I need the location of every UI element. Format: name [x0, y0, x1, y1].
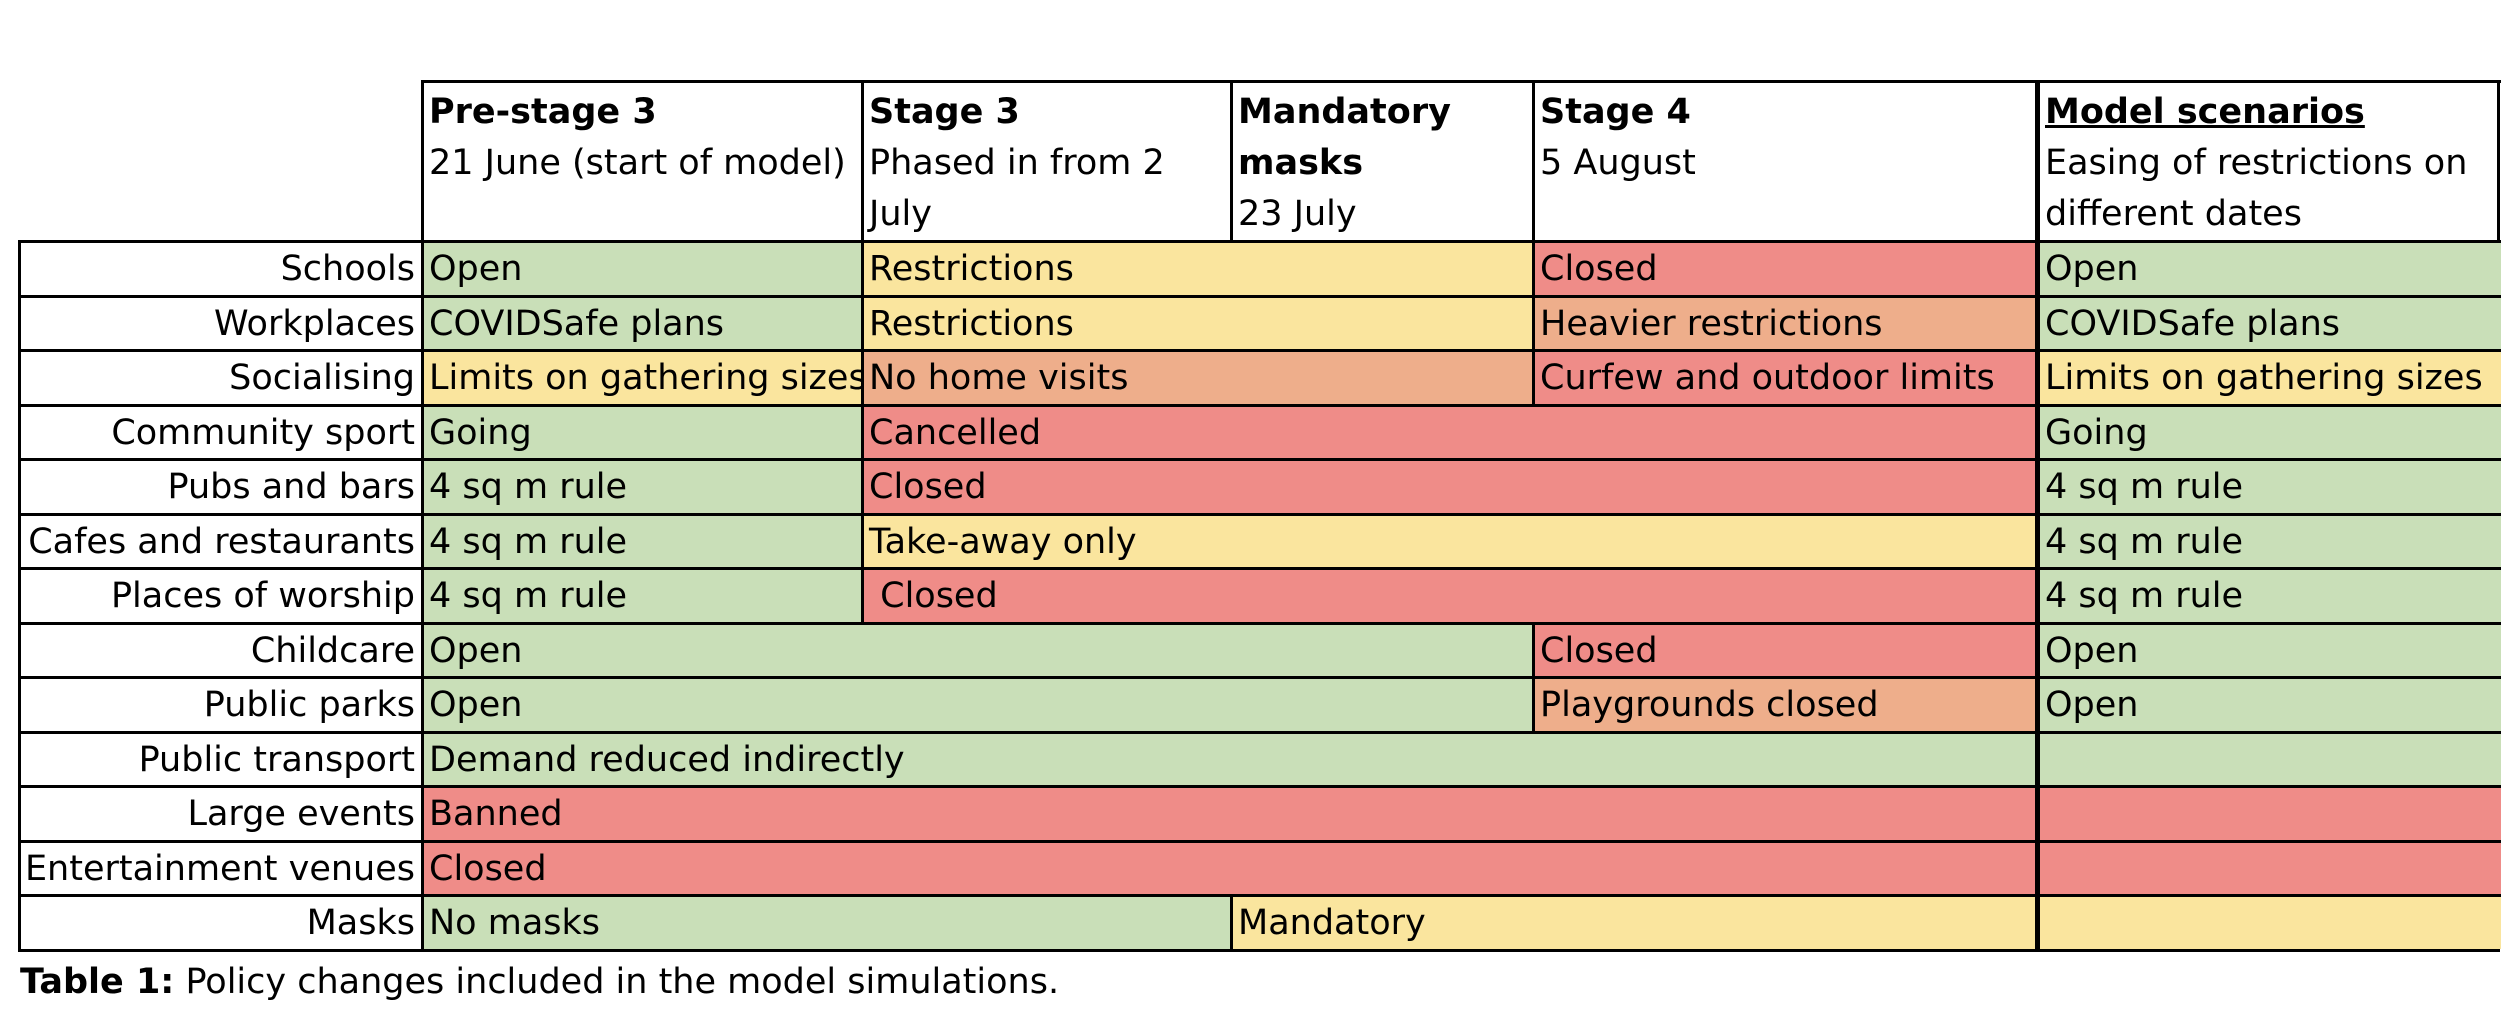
cell-schools-closed: Closed	[1532, 240, 2035, 295]
cell-entertainment-scenario	[2037, 839, 2501, 894]
row-label-childcare: Childcare	[18, 621, 421, 676]
cell-worship-rule: 4 sq m rule	[421, 567, 861, 622]
row-label-places-of-worship: Places of worship	[18, 567, 421, 622]
caption-text: Policy changes included in the model sim…	[174, 962, 1060, 1002]
cell-schools-restrictions: Restrictions	[861, 240, 1532, 295]
row-label-socialising: Socialising	[18, 349, 421, 404]
row-label-pubs-and-bars: Pubs and bars	[18, 458, 421, 513]
cell-childcare-closed: Closed	[1532, 621, 2035, 676]
row-label-schools: Schools	[18, 240, 421, 295]
cell-childcare-scenario: Open	[2037, 621, 2501, 676]
cell-events-scenario	[2037, 785, 2501, 840]
header-title: Pre-stage 3	[429, 92, 657, 132]
cell-cafes-rule: 4 sq m rule	[421, 512, 861, 567]
row-label-public-transport: Public transport	[18, 730, 421, 785]
cell-schools-scenario: Open	[2037, 240, 2501, 295]
row-label-community-sport: Community sport	[18, 403, 421, 458]
header-subtitle: Phased in from 2 July	[869, 143, 1165, 234]
cell-transport-demand: Demand reduced indirectly	[421, 730, 2035, 785]
cell-workplaces-restrictions: Restrictions	[861, 294, 1532, 349]
header-model-scenarios: Model scenarios Easing of restrictions o…	[2037, 80, 2501, 240]
cell-cafes-scenario: 4 sq m rule	[2037, 512, 2501, 567]
header-title: Model scenarios	[2045, 92, 2365, 132]
cell-childcare-open: Open	[421, 621, 1532, 676]
row-label-cafes-and-restaurants: Cafes and restaurants	[18, 512, 421, 567]
cell-events-banned: Banned	[421, 785, 2035, 840]
cell-socialising-scenario: Limits on gathering sizes	[2037, 349, 2501, 404]
header-title: Stage 4	[1540, 92, 1691, 132]
cell-parks-scenario: Open	[2037, 676, 2501, 731]
header-subtitle: 23 July	[1238, 194, 1357, 234]
header-subtitle: 21 June (start of model)	[429, 143, 846, 183]
column-separator	[2035, 80, 2038, 949]
cell-pubs-closed: Closed	[861, 458, 2035, 513]
table-caption: Table 1: Policy changes included in the …	[20, 960, 1059, 1004]
cell-parks-open: Open	[421, 676, 1532, 731]
cell-worship-scenario: 4 sq m rule	[2037, 567, 2501, 622]
cell-transport-scenario	[2037, 730, 2501, 785]
header-stage-4: Stage 4 5 August	[1532, 80, 2035, 240]
cell-sport-scenario: Going	[2037, 403, 2501, 458]
cell-masks-scenario	[2037, 894, 2501, 949]
header-stage-3: Stage 3 Phased in from 2 July	[861, 80, 1230, 240]
row-label-workplaces: Workplaces	[18, 294, 421, 349]
row-label-large-events: Large events	[18, 785, 421, 840]
cell-workplaces-covidsafe: COVIDSafe plans	[421, 294, 861, 349]
cell-sport-going: Going	[421, 403, 861, 458]
cell-sport-cancelled: Cancelled	[861, 403, 2035, 458]
cell-worship-closed: Closed	[861, 567, 2035, 622]
cell-entertainment-closed: Closed	[421, 839, 2035, 894]
policy-table: Pre-stage 3 21 June (start of model) Sta…	[18, 80, 2501, 952]
row-label-public-parks: Public parks	[18, 676, 421, 731]
header-subtitle: Easing of restrictions on different date…	[2045, 143, 2468, 234]
table-corner	[18, 80, 421, 240]
row-label-masks: Masks	[18, 894, 421, 949]
cell-socialising-limits: Limits on gathering sizes	[421, 349, 861, 404]
header-pre-stage-3: Pre-stage 3 21 June (start of model)	[421, 80, 861, 240]
cell-pubs-scenario: 4 sq m rule	[2037, 458, 2501, 513]
cell-schools-open: Open	[421, 240, 861, 295]
cell-workplaces-scenario: COVIDSafe plans	[2037, 294, 2501, 349]
header-title: Mandatory masks	[1238, 92, 1451, 183]
cell-socialising-no-home-visits: No home visits	[861, 349, 1532, 404]
cell-pubs-rule: 4 sq m rule	[421, 458, 861, 513]
cell-workplaces-heavier: Heavier restrictions	[1532, 294, 2035, 349]
cell-parks-playgrounds-closed: Playgrounds closed	[1532, 676, 2035, 731]
cell-socialising-curfew: Curfew and outdoor limits	[1532, 349, 2035, 404]
row-label-entertainment-venues: Entertainment venues	[18, 839, 421, 894]
header-mandatory-masks: Mandatory masks 23 July	[1230, 80, 1532, 240]
caption-label: Table 1:	[20, 962, 175, 1002]
cell-cafes-take-away: Take-away only	[861, 512, 2035, 567]
header-subtitle: 5 August	[1540, 143, 1696, 183]
header-title: Stage 3	[869, 92, 1020, 132]
cell-masks-mandatory: Mandatory	[1230, 894, 2035, 949]
cell-masks-none: No masks	[421, 894, 1230, 949]
